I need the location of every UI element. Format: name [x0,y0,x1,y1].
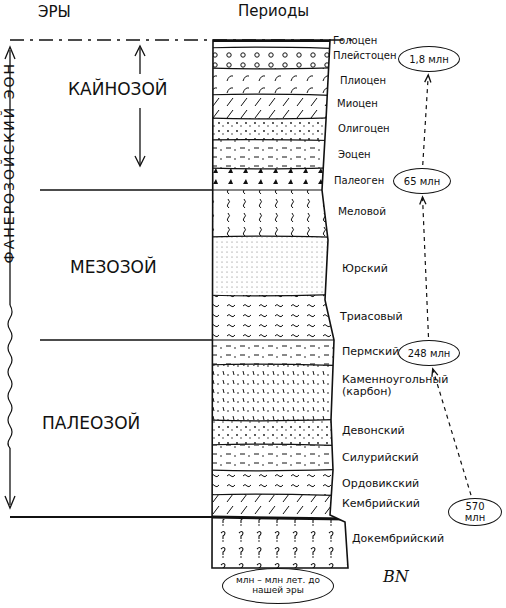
date-oval: 248 млн [398,340,460,366]
period-name: Голоцен [333,35,377,46]
period-name: Пермский [342,346,399,358]
date-oval: 1,8 млн [398,46,460,72]
period-heading: Периоды [238,3,309,20]
oval-text: 570 млн [455,501,495,523]
period-name: Кембрийский [342,498,420,510]
time-arrow [420,197,429,337]
date-oval: 65 млн [393,168,451,194]
period-name: Докембрийский [352,533,444,545]
era-name: ПАЛЕОЗОЙ [42,414,140,433]
era-heading: ЭРЫ [38,4,71,21]
signature: BN [383,568,409,586]
period-name: Палеоген [334,175,384,186]
period-name: Эоцен [338,149,371,160]
period-name: Силурийский [342,452,419,464]
period-name: Ордовикский [342,478,419,490]
oval-text: 1,8 млн [409,54,449,65]
period-name: Каменноугольный (карбон) [342,374,454,398]
period-name: Олигоцен [338,123,390,134]
oval-text: 65 млн [404,176,440,187]
oval-text: 248 млн [408,348,451,359]
era-name: КАЙНОЗОЙ [68,80,168,99]
time-arrow [423,75,431,165]
period-name: Плейстоцен [333,50,397,61]
period-name: Плиоцен [340,75,386,86]
period-name: Юрский [342,263,388,275]
time-arrow [432,369,471,495]
date-oval: 570 млн [448,498,502,526]
note-oval: млн – млн лет. до нашей эры [222,568,334,604]
period-name: Девонский [342,425,405,437]
era-name: МЕЗОЗОЙ [70,258,157,277]
period-name: Меловой [338,206,386,218]
eon-name: ФАНЕРОЗОЙСКИЙ ЭОН [2,62,17,263]
oval-text: млн – млн лет. до нашей эры [229,576,327,596]
period-name: Триасовый [340,311,403,323]
period-name: Миоцен [337,98,378,109]
